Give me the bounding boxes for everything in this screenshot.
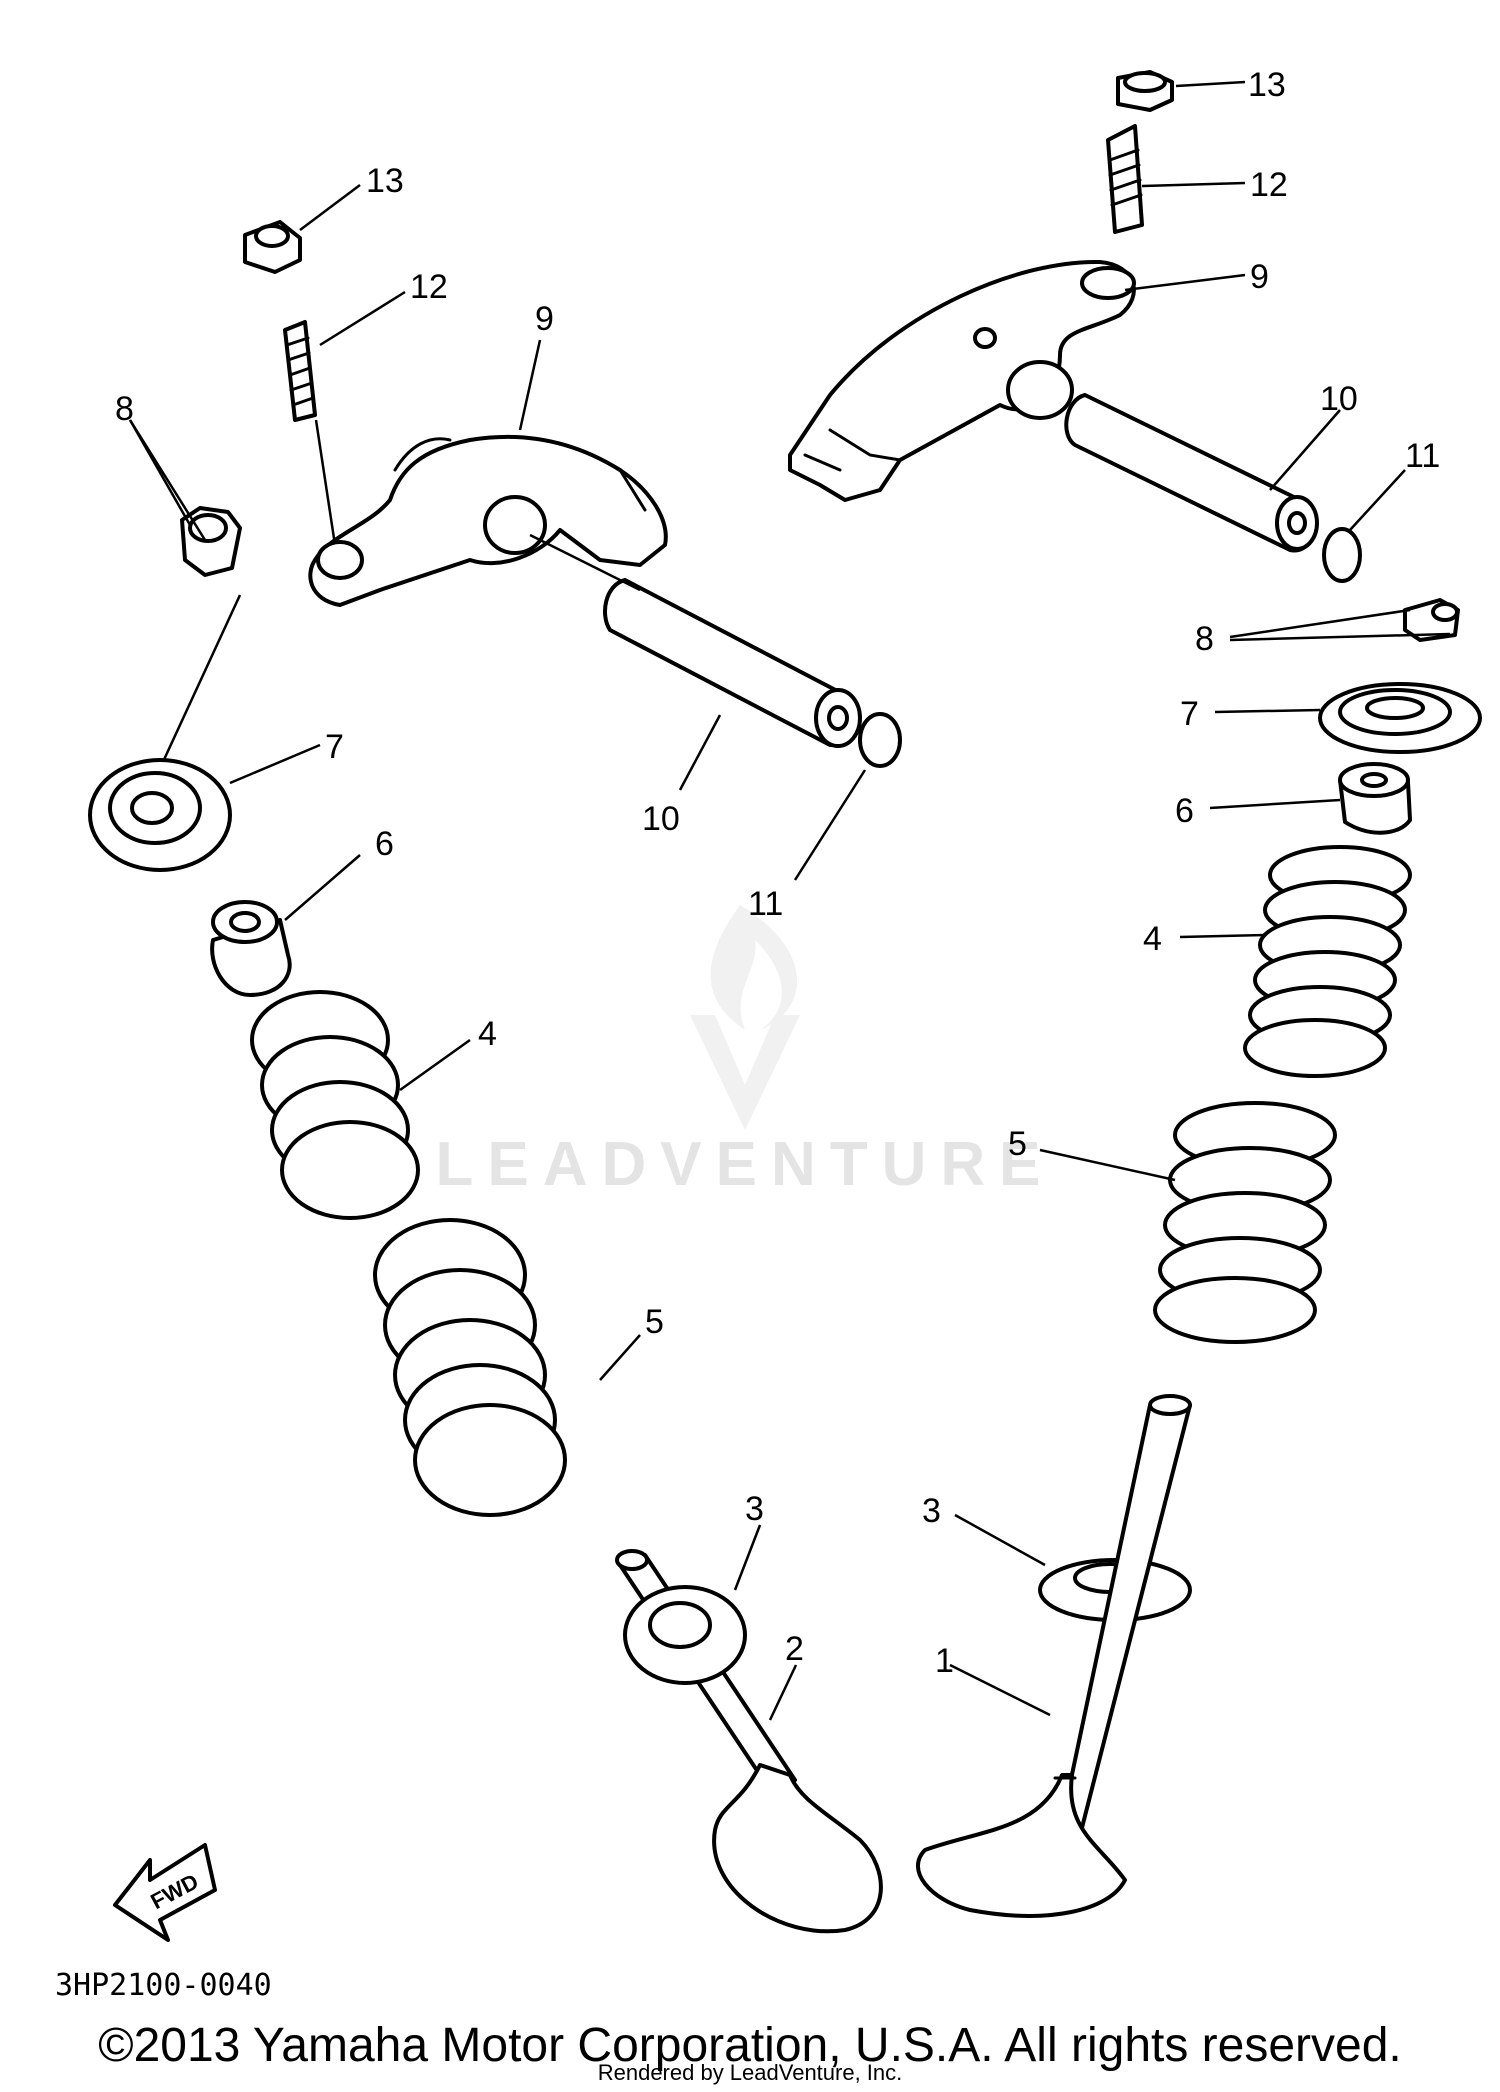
callout-7-right: 7: [1180, 695, 1199, 733]
callout-11-left: 11: [748, 885, 783, 923]
callout-9-right: 9: [1250, 258, 1269, 296]
o-ring-part-right: [1322, 527, 1362, 583]
nut-part-right: [1116, 70, 1174, 112]
inner-spring-part-left: [250, 990, 420, 1220]
valve-seal-part-right: [1338, 762, 1412, 835]
callout-10-right: 10: [1320, 380, 1358, 418]
rocker-shaft-part-left: [603, 578, 862, 748]
spring-retainer-part-left: [88, 758, 232, 872]
copyright-notice: ©2013 Yamaha Motor Corporation, U.S.A. A…: [98, 2019, 1402, 2072]
nut-part-left: [243, 220, 302, 274]
callout-1: 1: [935, 1642, 954, 1680]
spring-seat-part-left: [623, 1585, 747, 1685]
callout-11-right: 11: [1405, 437, 1440, 475]
callout-12-left: 12: [410, 268, 448, 306]
callout-3-right: 3: [922, 1492, 941, 1530]
callout-13-left: 13: [366, 162, 404, 200]
rocker-arm-part-right: [788, 259, 1136, 502]
watermark-text: LEADVENTURE: [435, 1130, 1054, 1199]
callout-6-right: 6: [1175, 792, 1194, 830]
callout-12-right: 12: [1250, 166, 1288, 204]
callout-8-left: 8: [115, 390, 134, 428]
callout-4-right: 4: [1143, 920, 1162, 958]
stud-part-right: [1106, 124, 1144, 234]
forward-direction-arrow-icon: FWD: [113, 1843, 217, 1942]
callout-8-right: 8: [1195, 620, 1214, 658]
diagram-code: 3HP2100-0040: [55, 1968, 272, 2003]
outer-spring-part-left: [373, 1218, 567, 1517]
callout-2: 2: [785, 1630, 804, 1668]
o-ring-part-left: [858, 712, 902, 768]
callout-13-right: 13: [1248, 66, 1286, 104]
callout-10-left: 10: [642, 800, 680, 838]
inner-spring-part-right: [1243, 845, 1412, 1078]
valve-seal-part-left: [210, 900, 292, 997]
callout-5-right: 5: [1008, 1125, 1027, 1163]
stud-part-left: [283, 320, 317, 422]
callout-9-left: 9: [535, 300, 554, 338]
callout-5-left: 5: [645, 1303, 664, 1341]
rocker-shaft-part-right: [1064, 393, 1319, 553]
flame-v-logo-icon: [690, 905, 800, 1130]
callout-7-left: 7: [325, 728, 344, 766]
rocker-arm-part-left: [308, 434, 668, 607]
outer-spring-part-right: [1153, 1101, 1337, 1344]
callout-3-left: 3: [745, 1490, 764, 1528]
valve-part-exhaust: [916, 1394, 1192, 1918]
callout-6-left: 6: [375, 825, 394, 863]
spring-retainer-part-right: [1318, 682, 1482, 754]
callout-4-left: 4: [478, 1015, 497, 1053]
rendered-by-notice: Rendered by LeadVenture, Inc.: [597, 2060, 903, 2085]
valve-keeper-part-right: [1403, 598, 1460, 642]
